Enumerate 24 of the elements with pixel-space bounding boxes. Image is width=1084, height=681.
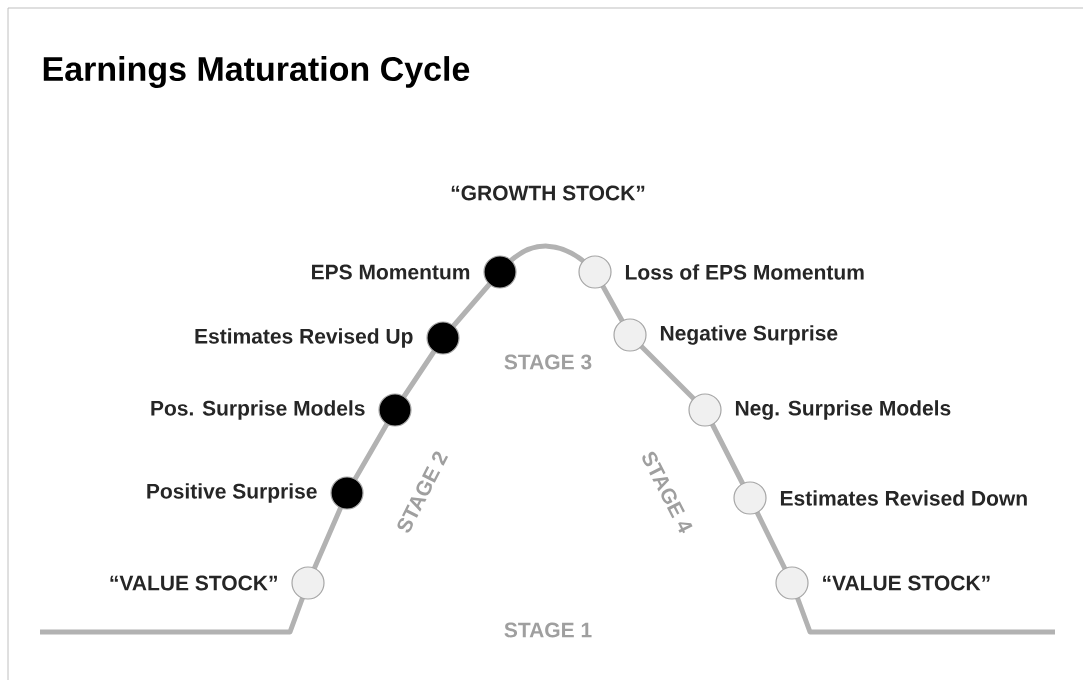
point-label: “VALUE STOCK”	[823, 575, 990, 591]
marker-circle	[483, 255, 517, 289]
point-label: Pos. Surprise Models	[151, 400, 365, 420]
heading-label: “GROWTH STOCK”	[451, 185, 645, 201]
marker-circle	[733, 481, 767, 515]
point-label: EPS Momentum	[312, 264, 470, 280]
marker-circle	[688, 393, 722, 427]
marker-circle	[291, 566, 325, 600]
marker-circle	[613, 318, 647, 352]
marker-circle	[578, 255, 612, 289]
marker-circle	[426, 321, 460, 355]
stage-label: STAGE 3	[504, 354, 592, 370]
marker-circle	[775, 566, 809, 600]
point-label: Loss of EPS Momentum	[625, 264, 864, 280]
point-label: Estimates Revised Up	[195, 328, 413, 348]
point-label: Estimates Revised Down	[780, 490, 1027, 506]
point-label: Neg. Surprise Models	[735, 400, 951, 420]
point-label: Negative Surprise	[660, 325, 838, 345]
point-label: “VALUE STOCK”	[110, 575, 277, 591]
stage-label: STAGE 1	[504, 622, 592, 638]
marker-circle	[378, 393, 412, 427]
title: Earnings Maturation Cycle	[43, 56, 470, 88]
marker-circle	[330, 476, 364, 510]
point-label: Positive Surprise	[147, 483, 317, 503]
